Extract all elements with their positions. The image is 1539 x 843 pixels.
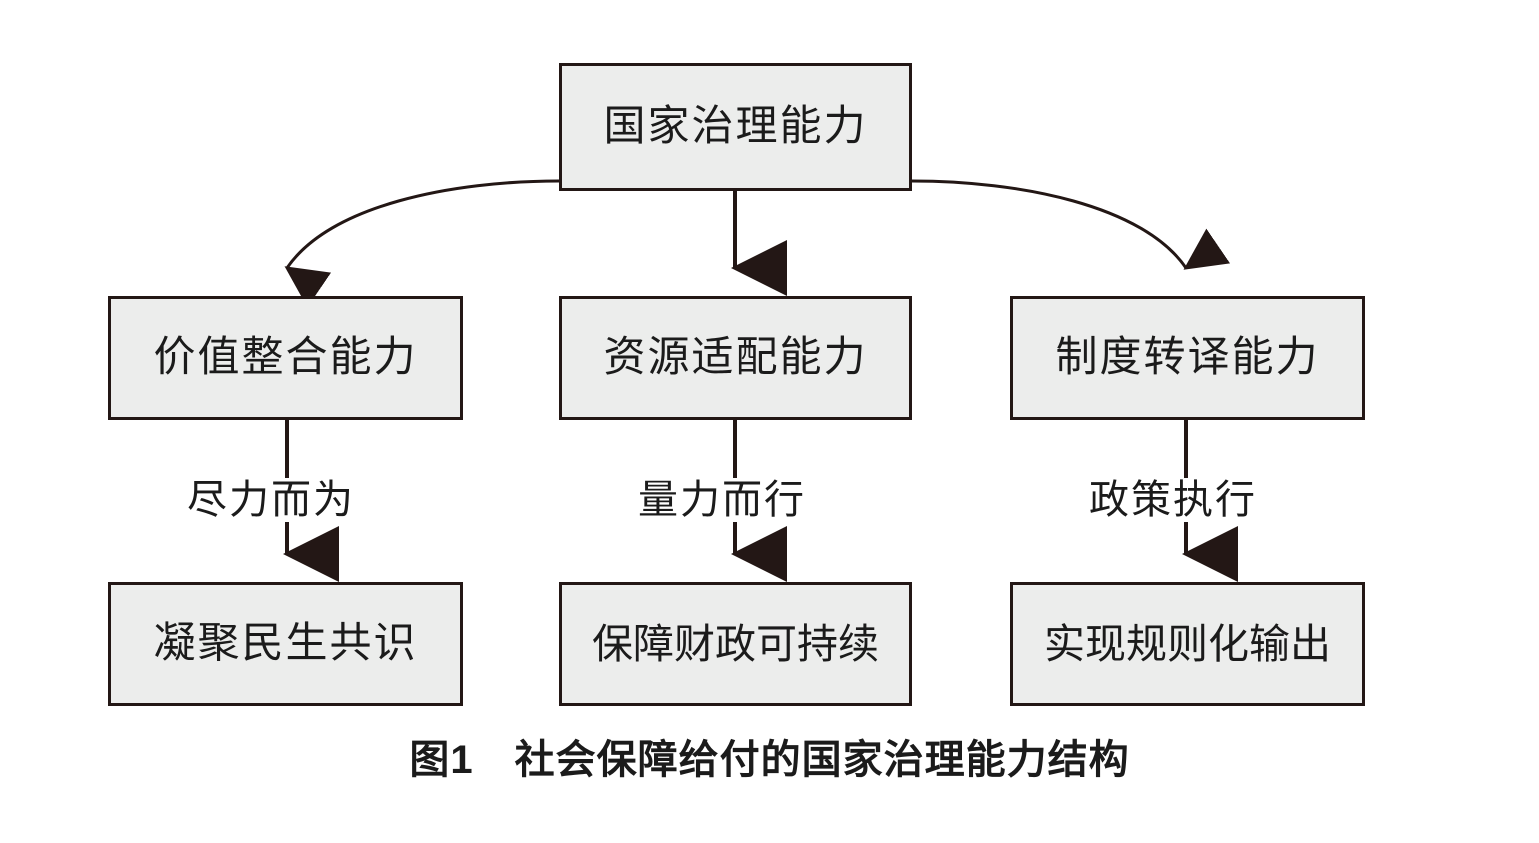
edge-root-to-value-curve — [284, 179, 560, 308]
node-label: 价值整合能力 — [153, 335, 418, 381]
node-label: 实现规则化输出 — [1044, 620, 1331, 667]
node-resource-allocation-capacity: 资源适配能力 — [559, 296, 912, 420]
edge-root-to-institution-curve — [911, 179, 1231, 270]
node-national-governance-capacity: 国家治理能力 — [559, 63, 912, 191]
node-label: 凝聚民生共识 — [153, 621, 418, 667]
node-institutional-translation-capacity: 制度转译能力 — [1010, 296, 1365, 420]
node-value-integration-capacity: 价值整合能力 — [108, 296, 463, 420]
edge-label-policy-implementation: 政策执行 — [1083, 478, 1263, 522]
node-livelihood-consensus: 凝聚民生共识 — [108, 582, 463, 706]
node-fiscal-sustainability: 保障财政可持续 — [559, 582, 912, 706]
node-label: 保障财政可持续 — [592, 620, 879, 667]
figure-caption: 图1 社会保障给付的国家治理能力结构 — [409, 738, 1130, 782]
node-label: 制度转译能力 — [1055, 335, 1320, 381]
node-rule-based-output: 实现规则化输出 — [1010, 582, 1365, 706]
node-label: 国家治理能力 — [603, 104, 868, 150]
edge-label-within-capacity: 量力而行 — [632, 478, 812, 522]
edge-label-best-effort: 尽力而为 — [181, 478, 361, 522]
node-label: 资源适配能力 — [603, 335, 868, 381]
